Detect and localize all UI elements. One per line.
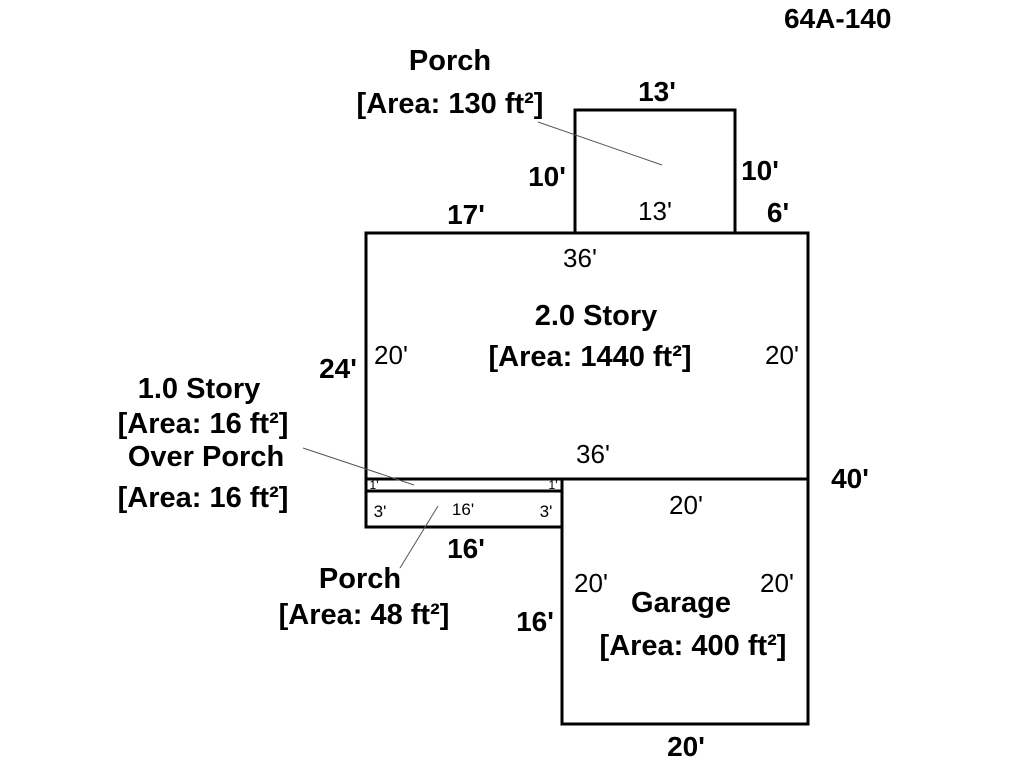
over-porch-area: [Area: 16 ft²] xyxy=(118,482,289,514)
porch-bottom-leader xyxy=(399,505,439,569)
dim-garage-left-inner: 20' xyxy=(574,568,608,598)
dim-house-right-inner: 20' xyxy=(765,340,799,370)
dim-top-right-segment: 6' xyxy=(767,197,789,228)
sketch-id: 64A-140 xyxy=(784,3,891,34)
dim-top-left-segment: 17' xyxy=(447,199,485,230)
porch-bottom-name: Porch xyxy=(319,563,401,595)
one-story-leader xyxy=(302,447,415,486)
dim-porch-bottom-outer: 16' xyxy=(447,533,485,564)
porch-top-area: [Area: 130 ft²] xyxy=(357,88,544,120)
porch-top-name: Porch xyxy=(409,45,491,77)
two-story-area: [Area: 1440 ft²] xyxy=(488,341,691,373)
dim-onestory-left-small: 1' xyxy=(370,478,379,492)
garage-outline xyxy=(560,479,810,726)
dim-house-left-inner: 20' xyxy=(374,340,408,370)
walls xyxy=(364,108,810,726)
dim-house-top-inner: 36' xyxy=(563,243,597,273)
dim-garage-right-inner: 20' xyxy=(760,568,794,598)
dim-garage-top: 20' xyxy=(669,490,703,520)
one-story-name: 1.0 Story xyxy=(138,373,261,405)
dim-porch-bottom-right: 3' xyxy=(540,502,553,521)
dim-garage-left-outer: 16' xyxy=(516,606,554,637)
dim-porch-bottom-left: 3' xyxy=(374,502,387,521)
dim-house-bottom-inner: 36' xyxy=(576,439,610,469)
dim-porch-left: 10' xyxy=(528,161,566,192)
porch-bottom-area: [Area: 48 ft²] xyxy=(279,599,450,631)
porch-top-outline xyxy=(573,108,737,233)
two-story-outline xyxy=(364,231,810,481)
dimension-labels: 13' 10' 10' 13' 17' 6' 36' 24' 20' 20' 3… xyxy=(319,76,869,762)
dim-porch-top-width: 13' xyxy=(638,76,676,107)
dim-house-left-outer: 24' xyxy=(319,353,357,384)
garage-name: Garage xyxy=(631,587,731,619)
dim-garage-bottom: 20' xyxy=(667,731,705,762)
dim-porch-bottom-inner: 16' xyxy=(452,500,474,519)
two-story-name: 2.0 Story xyxy=(535,300,658,332)
leader-lines xyxy=(302,121,663,569)
garage-area: [Area: 400 ft²] xyxy=(600,630,787,662)
porch-top-leader xyxy=(537,121,663,166)
one-story-area: [Area: 16 ft²] xyxy=(118,408,289,440)
dim-right-outer: 40' xyxy=(831,463,869,494)
dim-onestory-right-small: 1' xyxy=(549,478,558,492)
dim-porch-right: 10' xyxy=(741,155,779,186)
over-porch-name: Over Porch xyxy=(128,441,284,473)
dim-porch-inner-width: 13' xyxy=(638,196,672,226)
area-labels: Porch [Area: 130 ft²] 2.0 Story [Area: 1… xyxy=(118,45,787,662)
